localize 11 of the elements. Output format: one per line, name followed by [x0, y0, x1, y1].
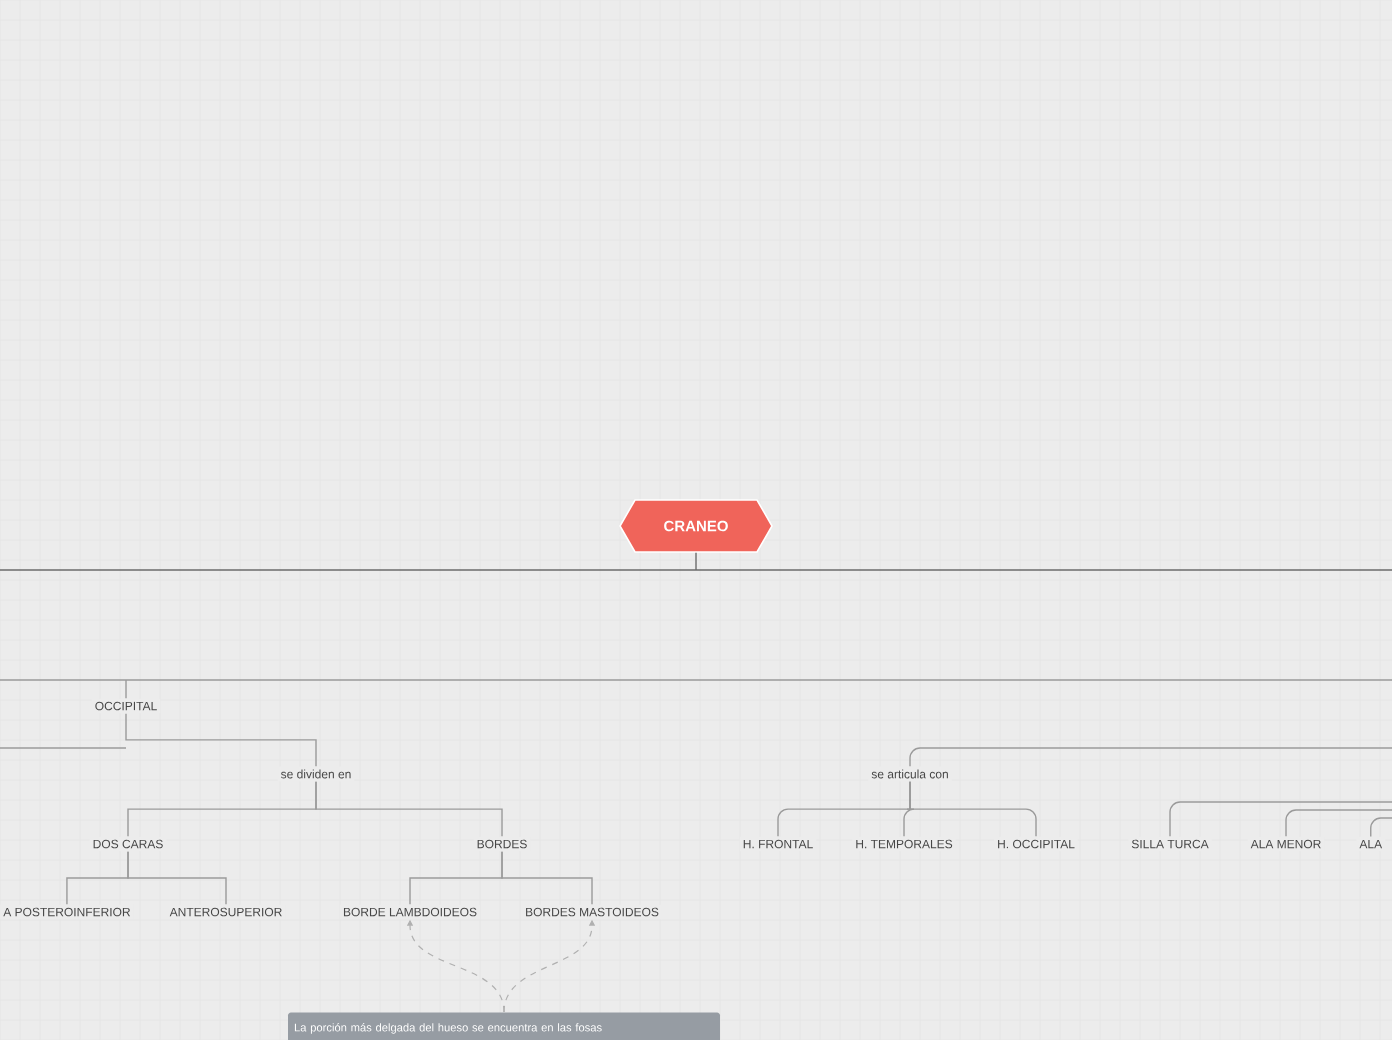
connector-line — [909, 747, 1392, 767]
connector-line — [0, 552, 1392, 571]
connector-line — [1285, 809, 1392, 838]
connector-line — [0, 679, 1392, 700]
connector-line — [1169, 801, 1392, 838]
connector-line — [315, 781, 503, 838]
connector-line — [501, 850, 593, 906]
connector-line — [909, 781, 1037, 838]
connector-line — [127, 850, 227, 906]
connector-line — [1370, 817, 1392, 838]
connector-line — [0, 712, 317, 767]
